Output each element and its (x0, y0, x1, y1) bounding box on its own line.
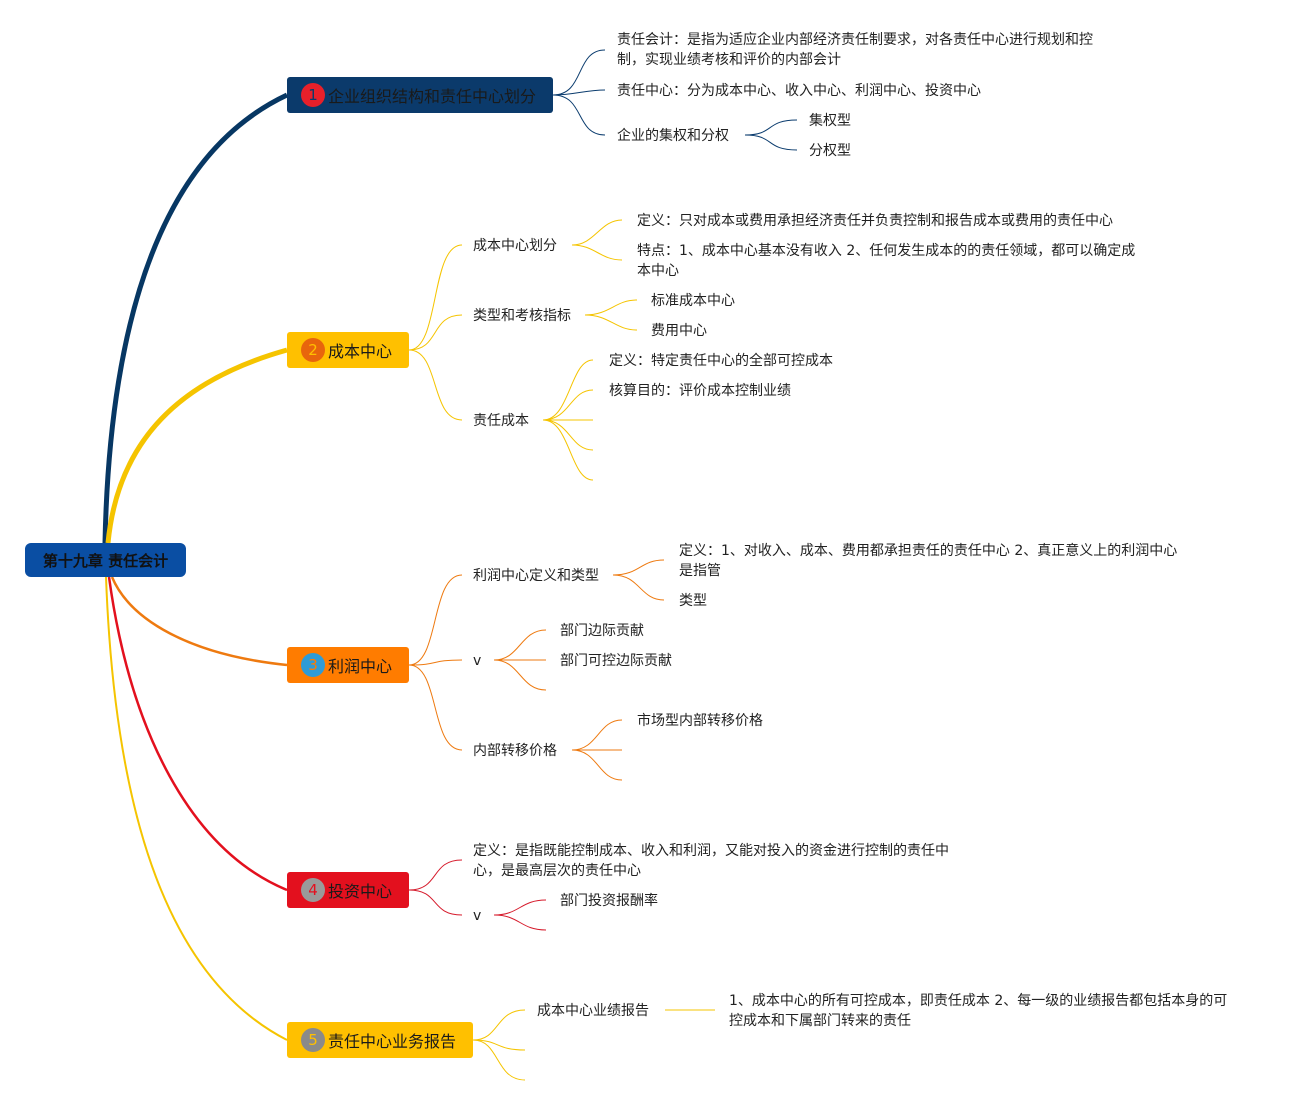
link-b2-c2b (584, 314, 638, 331)
b2-topic-responsibility-cost[interactable]: 责任成本 (473, 413, 529, 429)
b3-topic-controllable-contribution[interactable]: 部门可控边际贡献 (560, 653, 672, 669)
b3-topic-market-price[interactable]: 市场型内部转移价格 (637, 713, 763, 729)
b3-topic-definition-types[interactable]: 利润中心定义和类型 (473, 568, 599, 584)
link-b2-c1b (571, 244, 623, 261)
b3-topic-marginal-contribution[interactable]: 部门边际贡献 (560, 623, 644, 639)
b3-topic-transfer-price[interactable]: 内部转移价格 (473, 743, 557, 759)
link-root-b3 (110, 576, 288, 667)
link-b3-c2c (493, 659, 547, 691)
b4-topic-v[interactable]: v (473, 908, 482, 924)
branch-3-label: 利润中心 (328, 657, 393, 676)
branch-5-label: 责任中心业务报告 (328, 1032, 457, 1051)
branch-1-node[interactable]: 1 企业组织结构和责任中心划分 (287, 77, 553, 113)
badge-2: 2 (301, 338, 325, 362)
branch-5-node[interactable]: 5 责任中心业务报告 (287, 1022, 473, 1058)
b2-topic-cost-purpose[interactable]: 核算目的：评价成本控制业绩 (609, 383, 791, 399)
link-b2-c1a (571, 219, 623, 246)
link-b5-c2 (472, 1039, 526, 1051)
link-root-b4 (107, 576, 288, 892)
link-root-b5 (105, 576, 288, 1041)
link-b2-c3d (542, 419, 594, 451)
link-b2-c2 (408, 314, 463, 351)
b3-topic-definition[interactable]: 定义：1、对收入、成本、费用都承担责任的责任中心 2、真正意义上的利润中心是指管 (679, 543, 1178, 579)
link-b2-c3b (542, 389, 594, 421)
b2-topic-types[interactable]: 类型和考核指标 (473, 308, 571, 324)
branch-4-label: 投资中心 (328, 882, 393, 901)
link-b3-c1a (612, 559, 665, 576)
link-b3-c2a (493, 629, 547, 661)
link-b1-c2 (552, 89, 606, 96)
link-b3-c1b (612, 574, 665, 601)
link-b4-c1 (408, 859, 463, 891)
b2-topic-expense-center[interactable]: 费用中心 (651, 323, 707, 339)
branch-4-node[interactable]: 4 投资中心 (287, 872, 409, 908)
link-b5-c3 (472, 1039, 526, 1081)
branch-1-label: 企业组织结构和责任中心划分 (328, 87, 537, 106)
root-node[interactable]: 第十九章 责任会计 (25, 543, 186, 577)
link-b4-c2 (408, 889, 463, 916)
link-b2-c3a (542, 359, 594, 421)
link-b1-c3b (744, 134, 798, 151)
link-b2-c3 (408, 349, 463, 421)
link-root-b1 (102, 92, 289, 544)
b3-topic-types[interactable]: 类型 (679, 593, 707, 609)
branch-2-node[interactable]: 2 成本中心 (287, 332, 409, 368)
link-b3-c2 (408, 659, 463, 666)
b1-topic-centralized[interactable]: 集权型 (809, 113, 851, 129)
b1-topic-centers[interactable]: 责任中心：分为成本中心、收入中心、利润中心、投资中心 (617, 83, 981, 99)
b2-topic-cost-definition[interactable]: 定义：特定责任中心的全部可控成本 (609, 353, 833, 369)
b5-topic-report-detail[interactable]: 1、成本中心的所有可控成本，即责任成本 2、每一级的业绩报告都包括本身的可控成本… (729, 993, 1228, 1029)
link-b2-c1 (408, 244, 463, 351)
link-b4-c2a (493, 899, 547, 916)
b2-topic-division-definition[interactable]: 定义：只对成本或费用承担经济责任并负责控制和报告成本或费用的责任中心 (637, 213, 1113, 229)
link-b1-c3a (744, 119, 798, 136)
badge-1: 1 (301, 83, 325, 107)
b2-topic-division[interactable]: 成本中心划分 (473, 238, 557, 254)
link-b1-c3 (552, 94, 606, 136)
link-root-b2 (105, 347, 288, 544)
link-b1-c1 (552, 49, 606, 96)
link-b2-c3e (542, 419, 594, 481)
link-b5-c1 (472, 1009, 526, 1041)
link-b3-c3c (571, 749, 623, 781)
link-b3-c3a (571, 719, 623, 751)
link-b4-c2b (493, 914, 547, 931)
link-b3-c3 (408, 664, 463, 751)
branch-3-node[interactable]: 3 利润中心 (287, 647, 409, 683)
link-b2-c2a (584, 299, 638, 316)
link-b3-c1 (408, 574, 463, 666)
branch-2-label: 成本中心 (328, 342, 393, 361)
b1-topic-decentralized[interactable]: 分权型 (809, 143, 851, 159)
b2-topic-division-features[interactable]: 特点：1、成本中心基本没有收入 2、任何发生成本的的责任领域，都可以确定成本中心 (637, 243, 1136, 279)
b1-topic-centralization[interactable]: 企业的集权和分权 (617, 128, 729, 144)
badge-3: 3 (301, 653, 325, 677)
b4-topic-definition[interactable]: 定义：是指既能控制成本、收入和利润，又能对投入的资金进行控制的责任中心，是最高层… (473, 843, 949, 879)
b4-topic-roi[interactable]: 部门投资报酬率 (560, 893, 658, 909)
b5-topic-cost-report[interactable]: 成本中心业绩报告 (537, 1003, 649, 1019)
root-label: 第十九章 责任会计 (42, 551, 169, 570)
b2-topic-standard-cost[interactable]: 标准成本中心 (651, 293, 735, 309)
b3-topic-v[interactable]: v (473, 653, 482, 669)
b1-topic-definition[interactable]: 责任会计：是指为适应企业内部经济责任制要求，对各责任中心进行规划和控制，实现业绩… (617, 32, 1093, 68)
badge-4: 4 (301, 878, 325, 902)
badge-5: 5 (301, 1028, 325, 1052)
